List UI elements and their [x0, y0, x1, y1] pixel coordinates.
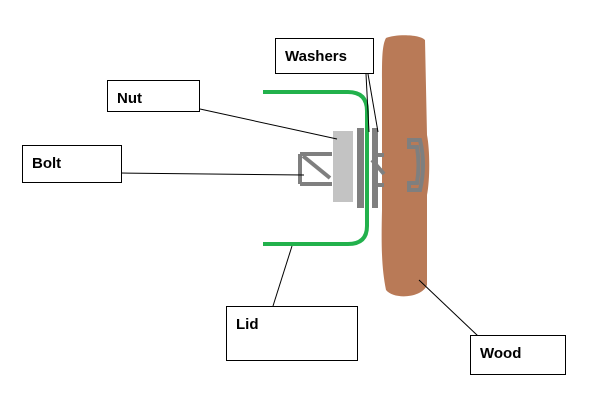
washer-2 [372, 128, 378, 208]
wood-label-text: Wood [480, 345, 522, 362]
wood-label: Wood [470, 335, 566, 375]
bolt-label-text: Bolt [32, 155, 62, 172]
washers-label: Washers [275, 38, 374, 74]
washer-1 [357, 128, 364, 208]
nut-label-text: Nut [117, 90, 142, 107]
bolt-label: Bolt [22, 145, 122, 183]
nut-label: Nut [107, 80, 200, 112]
lid-label: Lid [226, 306, 358, 361]
nut-shape [333, 131, 353, 202]
washers-label-text: Washers [285, 48, 347, 65]
lid-label-text: Lid [236, 316, 259, 333]
wood-shape [381, 35, 430, 297]
leader-lines [120, 73, 479, 337]
lid-shape [263, 90, 369, 246]
